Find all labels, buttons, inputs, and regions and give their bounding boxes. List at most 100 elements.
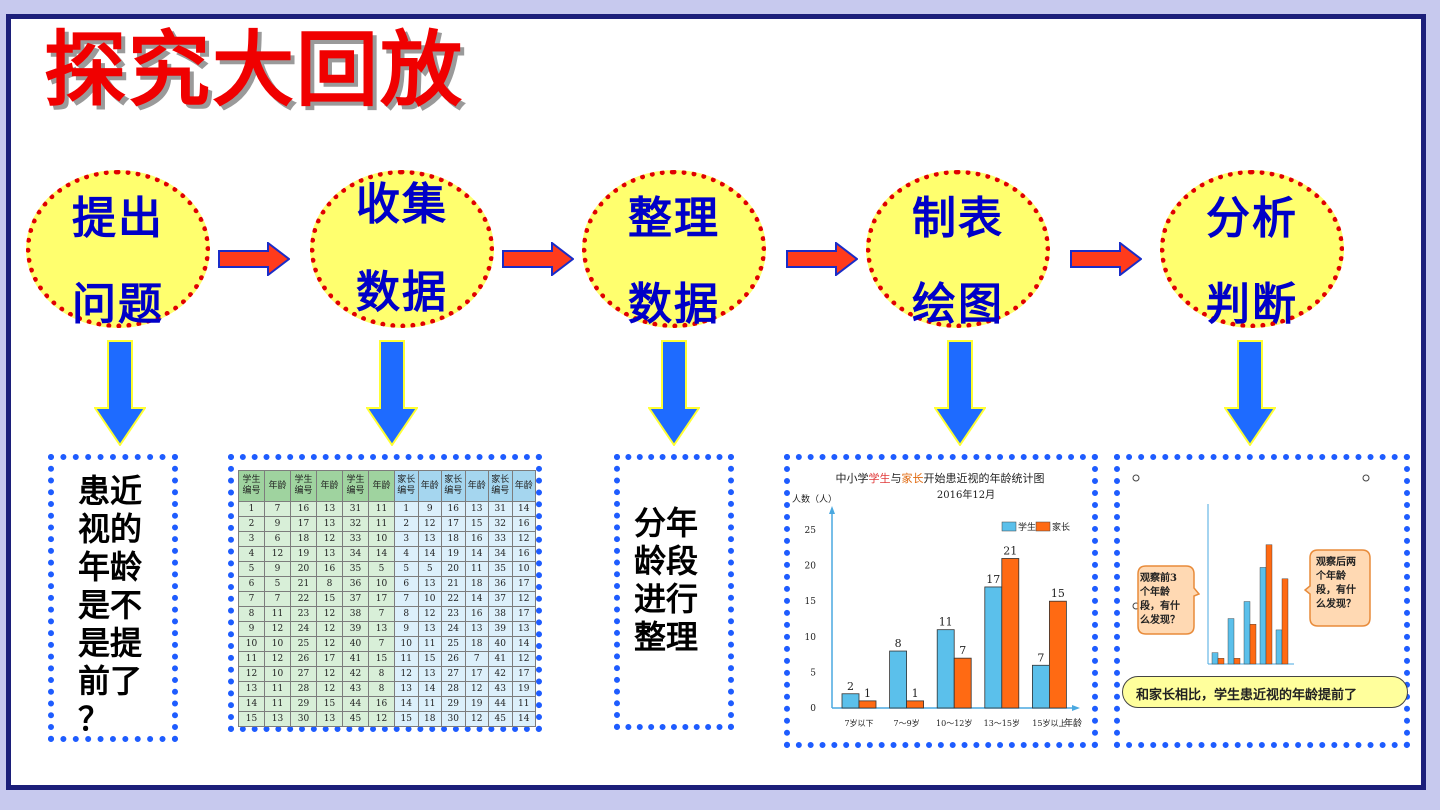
table-cell: 12: [316, 636, 343, 652]
table-cell: 24: [290, 621, 317, 637]
table-cell: 28: [290, 681, 317, 697]
column-header: 年龄: [464, 470, 489, 502]
step-make-chart: 制表 绘图: [866, 170, 1050, 328]
table-cell: 14: [417, 681, 442, 697]
table-cell: 12: [511, 591, 536, 607]
table-cell: 2: [394, 516, 419, 532]
table-cell: 11: [238, 651, 265, 667]
table-cell: 17: [316, 651, 343, 667]
table-cell: 18: [441, 531, 466, 547]
down-arrow-icon: [934, 340, 986, 446]
table-cell: 8: [238, 606, 265, 622]
table-cell: 21: [441, 576, 466, 592]
table-cell: 13: [417, 621, 442, 637]
age-bar-chart: 中小学学生与家长开始患近视的年龄统计图2016年12月人数（人）年龄051015…: [792, 471, 1082, 729]
table-cell: 12: [464, 681, 489, 697]
table-cell: 7: [264, 501, 291, 517]
y-tick-label: 25: [805, 526, 817, 536]
x-tick-label: 15岁以上: [1032, 718, 1066, 728]
table-cell: 8: [316, 576, 343, 592]
table-cell: 5: [417, 561, 442, 577]
handle-circle-icon: [1362, 474, 1370, 482]
table-cell: 13: [316, 711, 343, 727]
y-tick-label: 5: [810, 668, 816, 678]
table-cell: 15: [464, 516, 489, 532]
table-cell: 12: [264, 546, 291, 562]
table-cell: 7: [464, 651, 489, 667]
data-label: 11: [939, 616, 953, 629]
table-cell: 45: [342, 711, 369, 727]
table-cell: 6: [394, 576, 419, 592]
table-cell: 14: [238, 696, 265, 712]
table-cell: 16: [511, 516, 536, 532]
step-analyze: 分析 判断: [1160, 170, 1344, 328]
analysis-mini-chart: [1132, 474, 1370, 665]
table-cell: 18: [464, 636, 489, 652]
step-label-line1: 提出: [72, 193, 164, 244]
table-cell: 17: [368, 591, 395, 607]
bar-student: [889, 650, 907, 709]
column-header: 年龄: [316, 470, 343, 502]
table-cell: 4: [238, 546, 265, 562]
table-cell: 26: [290, 651, 317, 667]
table-cell: 13: [464, 501, 489, 517]
table-cell: 19: [290, 546, 317, 562]
table-cell: 33: [488, 531, 513, 547]
table-cell: 44: [342, 696, 369, 712]
table-cell: 12: [264, 621, 291, 637]
table-cell: 3: [238, 531, 265, 547]
table-cell: 9: [264, 516, 291, 532]
table-cell: 4: [394, 546, 419, 562]
bubble-right-text: 观察后两 个年龄 段，有什 么发现？: [1316, 557, 1356, 610]
table-cell: 9: [417, 501, 442, 517]
table-cell: 12: [238, 666, 265, 682]
table-cell: 16: [316, 561, 343, 577]
table-cell: 40: [488, 636, 513, 652]
table-cell: 10: [264, 666, 291, 682]
table-cell: 25: [290, 636, 317, 652]
y-tick-label: 10: [805, 633, 817, 643]
table-cell: 12: [417, 606, 442, 622]
table-cell: 32: [488, 516, 513, 532]
bar-student: [1031, 664, 1050, 709]
table-cell: 2: [238, 516, 265, 532]
table-cell: 39: [342, 621, 369, 637]
table-cell: 11: [368, 516, 395, 532]
table-cell: 27: [290, 666, 317, 682]
table-cell: 14: [511, 711, 536, 727]
table-cell: 39: [488, 621, 513, 637]
column-header: 学生编号: [290, 470, 317, 502]
bar-parent: [906, 700, 924, 709]
table-cell: 15: [316, 696, 343, 712]
table-cell: 38: [342, 606, 369, 622]
bar-parent: [858, 700, 877, 709]
bar-parent: [953, 657, 972, 709]
table-cell: 30: [290, 711, 317, 727]
table-cell: 7: [368, 606, 395, 622]
legend-label: 学生: [1018, 521, 1036, 533]
organize-box: 分年 龄段 进行 整理: [614, 454, 734, 730]
table-cell: 43: [488, 681, 513, 697]
table-cell: 12: [264, 651, 291, 667]
bar-student: [936, 629, 955, 709]
table-cell: 12: [316, 531, 343, 547]
table-cell: 12: [511, 531, 536, 547]
slide-title: 探究大回放: [44, 23, 465, 118]
table-cell: 12: [316, 666, 343, 682]
table-cell: 26: [441, 651, 466, 667]
right-arrow-icon: [502, 242, 574, 276]
mini-bar: [1249, 624, 1257, 665]
table-cell: 5: [368, 561, 395, 577]
